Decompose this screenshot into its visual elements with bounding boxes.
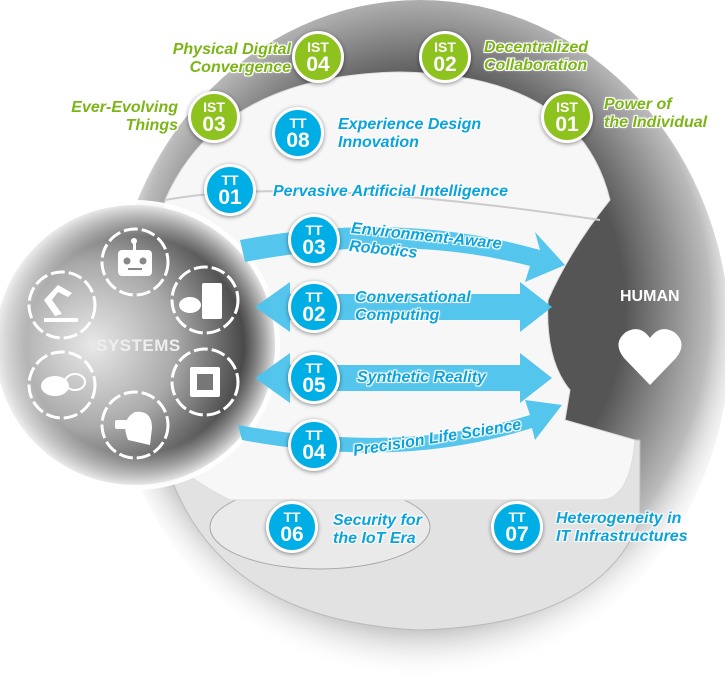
badge-code: TT	[289, 114, 307, 131]
badge-code: TT	[305, 426, 323, 443]
chip-icon-ring	[170, 347, 240, 417]
badge-code: IST	[203, 98, 225, 115]
badge-code: TT	[305, 221, 323, 238]
label-line: IT Infrastructures	[556, 528, 688, 545]
label-line: the IoT Era	[333, 530, 416, 547]
label-line: Conversational	[355, 289, 471, 306]
label-line: Pervasive Artificial Intelligence	[273, 183, 509, 200]
label-line: Things	[125, 117, 178, 134]
badge-code: IST	[556, 98, 578, 115]
robot-icon	[118, 238, 152, 276]
label-line: Synthetic Reality	[357, 369, 486, 386]
robot-arm-icon	[44, 285, 78, 322]
badge-code: TT	[221, 171, 239, 188]
label-line: Innovation	[338, 134, 419, 151]
tt-05-label: Synthetic Reality	[357, 369, 486, 387]
badge-number: 05	[302, 373, 326, 397]
label-line: Decentralized	[484, 39, 589, 56]
smart-fridge-icon-ring	[170, 265, 240, 335]
badge-number: 01	[555, 112, 579, 136]
tt-01-label: Pervasive Artificial Intelligence	[273, 183, 508, 201]
badge-number: 02	[433, 52, 457, 76]
badge-number: 02	[302, 302, 326, 326]
badge-number: 04	[306, 52, 330, 76]
badge-code: IST	[307, 38, 329, 55]
label-line: Heterogeneity in	[556, 510, 682, 527]
human-label: HUMAN	[620, 288, 680, 305]
smart-fridge-icon	[179, 283, 222, 319]
label-line: Convergence	[189, 59, 291, 76]
robot-icon-ring	[100, 227, 170, 297]
badge-number: 03	[202, 112, 226, 136]
heart-icon	[618, 329, 682, 385]
chat-bubbles-icon	[41, 373, 86, 396]
chat-bubbles-icon-ring	[27, 350, 97, 420]
label-line: Collaboration	[484, 57, 588, 74]
chip-icon	[190, 367, 220, 397]
badge-number: 01	[218, 185, 242, 209]
badge-number: 07	[505, 522, 529, 546]
robot-arm-icon-ring	[27, 270, 97, 340]
vr-headset-icon-ring	[100, 390, 170, 460]
badge-number: 08	[286, 128, 310, 152]
badge-code: IST	[434, 38, 456, 55]
label-line: Experience Design	[338, 116, 482, 133]
label-line: Computing	[355, 307, 440, 324]
badge-code: TT	[305, 288, 323, 305]
badge-number: 06	[280, 522, 304, 546]
badge-code: TT	[283, 508, 301, 525]
badge-number: 03	[302, 235, 326, 259]
label-line: the Individual	[604, 114, 708, 131]
badge-code: TT	[305, 359, 323, 376]
badge-code: TT	[508, 508, 526, 525]
vr-headset-icon	[115, 411, 152, 445]
label-line: Power of	[604, 96, 672, 113]
badge-number: 04	[302, 440, 326, 464]
label-line: Physical Digital	[172, 41, 291, 58]
label-line: Security for	[333, 512, 422, 529]
systems-label: SYSTEMS	[96, 336, 181, 355]
label-line: Ever-Evolving	[71, 99, 178, 116]
